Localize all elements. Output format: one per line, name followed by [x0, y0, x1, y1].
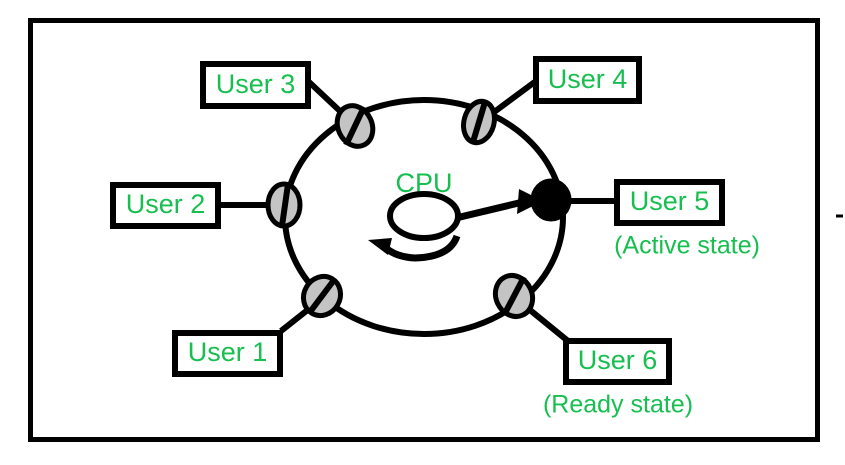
user-box-user-5[interactable]: User 5 — [614, 179, 725, 226]
node-user-2[interactable] — [265, 181, 303, 229]
user-box-user-4[interactable]: User 4 — [533, 56, 642, 104]
user-box-rect — [614, 179, 725, 226]
node-user-4[interactable] — [459, 98, 499, 146]
user-label: User 3 — [216, 69, 296, 99]
user-box-user-6[interactable]: User 6 — [563, 338, 672, 385]
dispatch-arrow-head — [517, 189, 543, 214]
rotation-arrow-head — [368, 238, 392, 255]
active-state-caption: (Active state) — [614, 232, 760, 260]
node-slash-2 — [279, 183, 291, 227]
node-slash-4 — [470, 101, 488, 143]
user-box-user-3[interactable]: User 3 — [200, 61, 311, 109]
user-label: User 1 — [188, 337, 268, 367]
node-slash-1 — [307, 278, 337, 314]
user-box-user-2[interactable]: User 2 — [110, 182, 221, 229]
node-slash-6 — [501, 275, 527, 317]
node-slash-3 — [343, 105, 367, 147]
node-user-6[interactable] — [489, 269, 539, 322]
user-label: User 2 — [126, 189, 206, 219]
user-box-rect — [563, 338, 672, 385]
user-box-rect — [533, 56, 642, 104]
rotation-arrow-icon — [368, 234, 461, 262]
user-label: User 4 — [548, 64, 628, 94]
cpu-ellipse — [387, 191, 461, 241]
ready-state-caption: (Ready state) — [543, 391, 693, 419]
node-user-1[interactable] — [296, 270, 347, 323]
user-label: User 6 — [578, 345, 658, 375]
cpu-to-active-arrow-icon — [455, 189, 543, 222]
user-box-user-1[interactable]: User 1 — [172, 330, 283, 377]
user-box-rect — [200, 61, 311, 109]
user-box-rect — [110, 182, 221, 229]
diagram-frame — [28, 18, 820, 442]
user-box-rect — [172, 330, 283, 377]
user-label: User 5 — [630, 186, 710, 216]
node-user-3[interactable] — [331, 100, 380, 152]
